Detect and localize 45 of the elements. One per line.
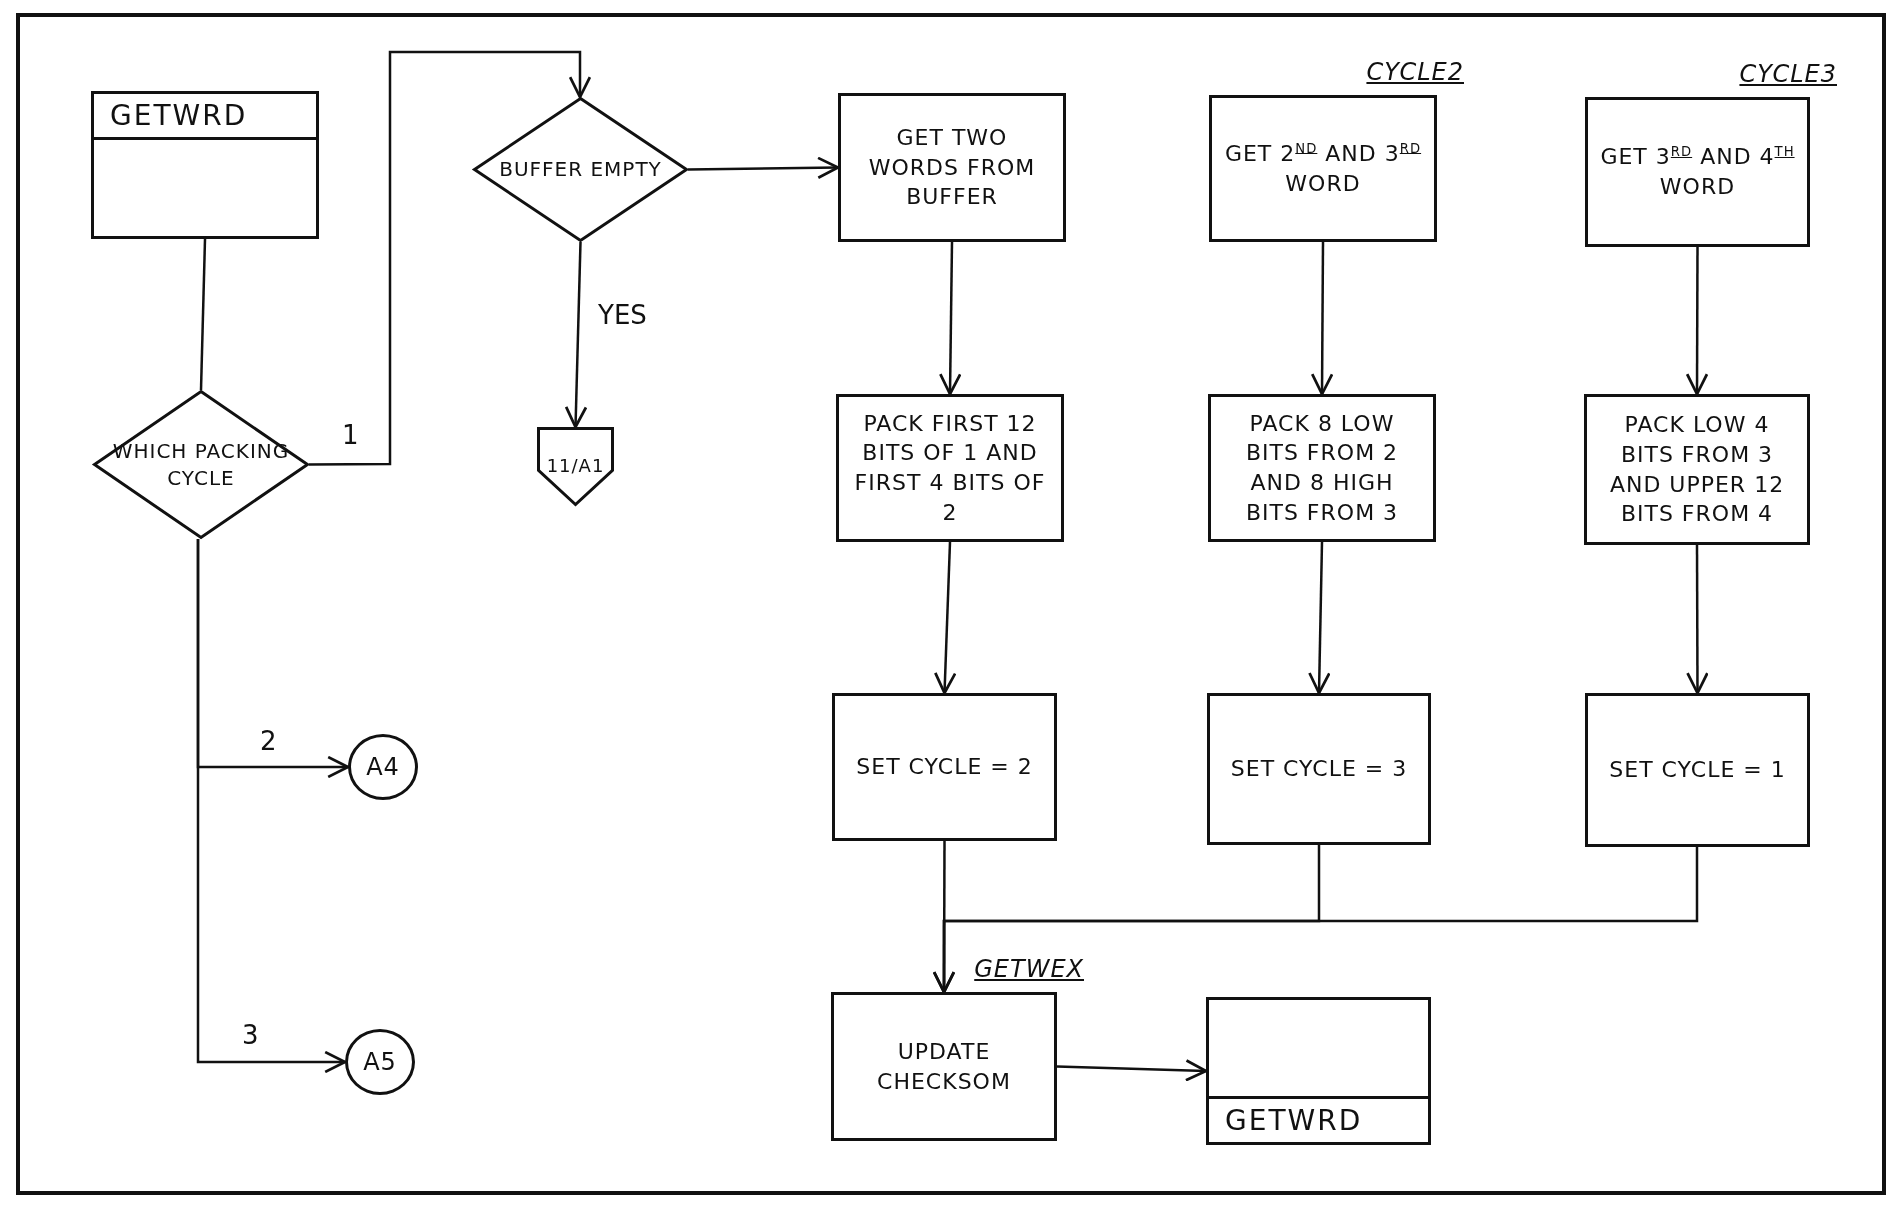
box-header: GETWRD (94, 94, 316, 140)
arrow (1308, 541, 1331, 695)
cycle-note: CYCLE2 (1366, 58, 1464, 86)
node-text: SET CYCLE = 3 (1229, 755, 1409, 784)
node-text: GET TWO WORDS FROM BUFFER (867, 123, 1037, 212)
arrow (564, 241, 588, 429)
arrow (932, 847, 1699, 994)
connector-line (199, 238, 207, 391)
node-text: UPDATE CHECKSOM (876, 1037, 1012, 1096)
process-box (1208, 394, 1436, 542)
process-box (1207, 693, 1431, 845)
process-box (838, 93, 1066, 242)
node-text: A5 (362, 1046, 398, 1078)
cycle-note: CYCLE3 (1739, 60, 1837, 88)
arrow (939, 242, 962, 396)
node-text: 11/A1 (545, 454, 606, 479)
node-text: GET 3$^{RD}$ AND 4$^{TH}$ WORD (1599, 143, 1796, 201)
node-text: PACK FIRST 12 BITS OF 1 AND FIRST 4 BITS OF 2 (853, 409, 1047, 527)
arrow (1685, 247, 1709, 396)
arrow (1310, 242, 1334, 396)
node-text: BUFFER EMPTY (498, 156, 663, 183)
subroutine-box (91, 91, 319, 239)
decision-diamond (93, 390, 309, 539)
decision-diamond (473, 97, 688, 242)
node-text: SET CYCLE = 2 (855, 753, 1034, 782)
arrow (933, 541, 957, 695)
arrow (1056, 1059, 1208, 1082)
process-box (836, 394, 1064, 542)
node-text: SET CYCLE = 1 (1608, 756, 1787, 785)
node-text: GET 2$^{ND}$ AND 3$^{RD}$ WORD (1223, 139, 1423, 198)
arrow (309, 50, 592, 466)
arrow (1686, 545, 1709, 695)
off-page-connector (537, 427, 614, 506)
arrow (688, 156, 840, 180)
box-header: GETWRD (1209, 1096, 1428, 1142)
process-box (1585, 693, 1810, 847)
arrow (196, 539, 347, 1074)
node-text: PACK 8 LOW BITS FROM 2 AND 8 HIGH BITS FROM 3 (1244, 409, 1400, 527)
node-text: PACK LOW 4 BITS FROM 3 AND UPPER 12 BITS FROM 4 (1608, 411, 1786, 529)
cycle-note: GETWEX (974, 955, 1084, 983)
node-text: WHICH PACKING CYCLE (111, 437, 291, 492)
subroutine-box (1206, 997, 1431, 1145)
process-box (1584, 394, 1810, 545)
process-box (832, 693, 1057, 841)
node-text: A4 (365, 751, 401, 783)
